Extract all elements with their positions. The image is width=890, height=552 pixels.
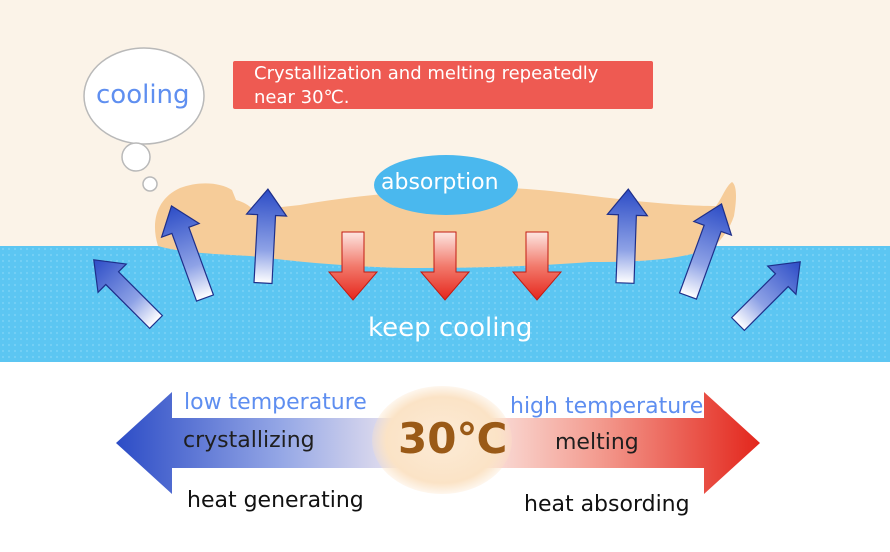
arrow-up-icon xyxy=(606,188,649,284)
center-temperature: 30℃ xyxy=(398,414,508,463)
info-banner xyxy=(233,61,653,109)
high-temperature-label: high temperature xyxy=(510,394,704,419)
thought-bubble-label: cooling xyxy=(96,80,190,110)
body-silhouette xyxy=(154,182,736,268)
low-temperature-label: low temperature xyxy=(184,390,367,415)
arrow-down-icon xyxy=(419,231,471,301)
crystallizing-label: crystallizing xyxy=(183,428,315,453)
arrow-up-icon xyxy=(93,259,164,330)
heat-absorption-arrows xyxy=(327,231,563,301)
melting-label: melting xyxy=(555,430,639,455)
heat-absorbing-label: heat absording xyxy=(524,492,690,517)
temperature-scale xyxy=(116,386,760,494)
absorption-label: absorption xyxy=(381,170,499,195)
heat-generating-label: heat generating xyxy=(187,488,364,513)
arrow-down-icon xyxy=(511,231,563,301)
center-circle xyxy=(372,386,512,494)
info-banner-text: Crystallization and melting repeatedly n… xyxy=(254,63,599,108)
mattress-label: keep cooling xyxy=(368,313,533,343)
scale-arrow-left-icon xyxy=(116,392,420,494)
arrow-up-icon xyxy=(245,188,288,285)
arrow-up-icon xyxy=(160,204,215,302)
arrow-down-icon xyxy=(327,231,379,301)
arrow-up-icon xyxy=(678,202,733,300)
scale-arrow-right-icon xyxy=(470,392,760,494)
arrow-up-icon xyxy=(730,261,801,332)
heat-release-arrows xyxy=(93,188,801,332)
absorption-ellipse xyxy=(374,155,518,215)
thought-bubble xyxy=(83,47,205,192)
